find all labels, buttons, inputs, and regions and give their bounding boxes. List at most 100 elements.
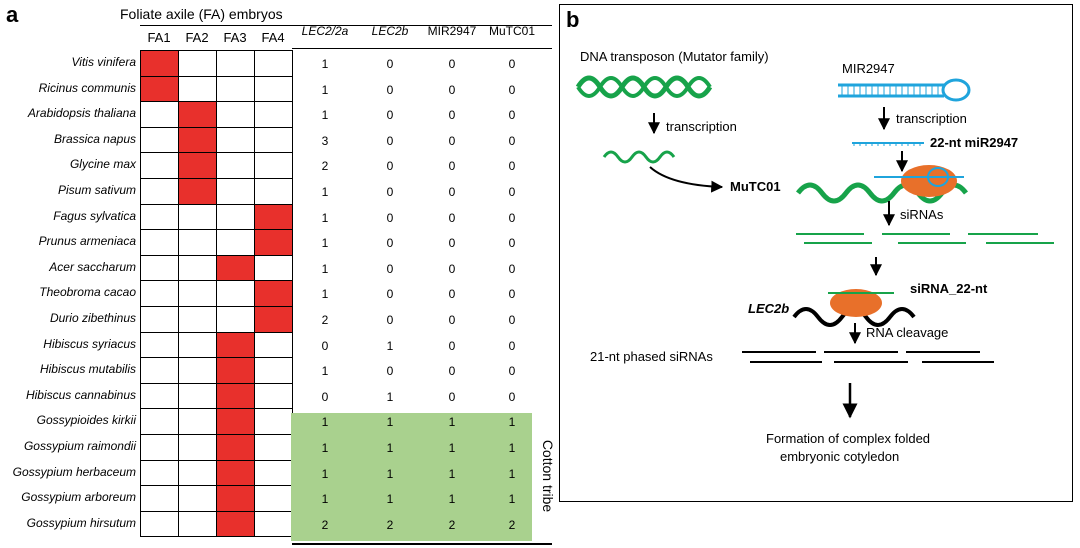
count-value: 2 [508, 517, 516, 532]
count-value: 2 [448, 517, 456, 532]
fa-cell-filled [254, 229, 293, 256]
count-value: 3 [321, 133, 329, 148]
count-value: 0 [386, 57, 394, 71]
fa-cell-filled [216, 510, 255, 538]
fa-cell [254, 75, 293, 103]
count-header-1: LEC2/2a [301, 24, 349, 38]
fa-cell-filled [254, 306, 293, 333]
fa-cell-filled [178, 101, 217, 128]
count-value: 0 [508, 82, 516, 97]
transposon-helix-icon [575, 75, 713, 99]
count-value: 0 [448, 236, 456, 251]
count-value: 0 [386, 185, 394, 199]
count-value: 1 [321, 108, 329, 123]
count-value: 0 [508, 108, 516, 123]
species-label: Gossypium herbaceum [12, 464, 136, 479]
count-value: 1 [508, 441, 516, 455]
fa-cell-filled [216, 382, 255, 410]
fa-cell [178, 75, 217, 103]
fa-cell [178, 434, 217, 461]
species-label: Gossypium hirsutum [26, 515, 136, 530]
fa-cell [140, 254, 179, 282]
count-value: 0 [508, 338, 516, 353]
count-value: 0 [508, 364, 516, 379]
fa-cell [254, 152, 293, 179]
count-value: 0 [448, 210, 456, 225]
fa-cell [178, 229, 217, 256]
fa-cell [140, 203, 179, 231]
species-label: Fagus sylvatica [53, 208, 136, 223]
count-value: 0 [386, 82, 394, 97]
transcription-left-label: transcription [666, 119, 737, 134]
species-label: Brassica napus [53, 131, 136, 146]
count-value: 1 [448, 466, 456, 481]
result-line-1: Formation of complex folded [766, 431, 931, 446]
transcription-right-label: transcription [896, 111, 967, 126]
count-value: 2 [321, 517, 329, 532]
species-label: Acer saccharum [49, 259, 136, 274]
count-value: 0 [448, 261, 456, 276]
fa-cell [140, 306, 179, 333]
fa-cell [254, 50, 293, 77]
fa-cell-filled [216, 254, 255, 282]
species-label: Theobroma cacao [39, 285, 136, 300]
species-label: Ricinus communis [38, 80, 136, 95]
group-header: Foliate axile (FA) embryos [120, 6, 283, 22]
fa-cell [140, 178, 179, 205]
mir2947-label: MIR2947 [842, 61, 895, 76]
count-value: 1 [321, 441, 329, 455]
fa-cell [178, 459, 217, 487]
mutc-arrow [649, 166, 724, 193]
sirna22-label: siRNA_22-nt [910, 281, 988, 296]
panel-b-label: b [566, 7, 580, 32]
panel-b: b DNA transposon (Mutator family) MIR294… [559, 4, 1073, 502]
fa-cell [216, 229, 255, 256]
count-value: 0 [508, 185, 516, 199]
count-value: 0 [386, 159, 394, 174]
fa-cell [140, 229, 179, 256]
pathway-diagram [575, 75, 1054, 419]
count-value: 1 [448, 415, 456, 430]
count-header-3: MIR2947 [427, 24, 477, 38]
count-value: 0 [448, 108, 456, 123]
count-value: 0 [508, 261, 516, 276]
fa-cell [178, 357, 217, 384]
fa-cell-filled [178, 152, 217, 179]
count-value: 1 [321, 57, 329, 71]
count-value: 0 [508, 159, 516, 174]
count-value: 0 [448, 338, 456, 353]
result-line-2: embryonic cotyledon [780, 449, 900, 464]
species-label: Pisum sativum [57, 183, 136, 197]
fa-cell-filled [254, 203, 293, 231]
fa-cell [216, 280, 255, 307]
mir2947-hairpin-icon [838, 78, 971, 102]
transposon-label: DNA transposon (Mutator family) [580, 49, 769, 64]
fa-cell [140, 101, 179, 128]
mirna-strand-icon [852, 142, 924, 146]
count-value: 0 [386, 236, 394, 251]
cotton-tribe-highlight [291, 413, 532, 541]
panel-a-label: a [6, 2, 19, 27]
count-value: 1 [321, 236, 329, 251]
species-label: Hibiscus cannabinus [25, 387, 136, 402]
count-value: 0 [508, 389, 516, 404]
count-value: 0 [508, 287, 516, 302]
count-value: 0 [386, 133, 394, 148]
fa-cell-filled [140, 50, 179, 77]
count-value: 1 [508, 492, 516, 507]
fa-cell-filled [216, 459, 255, 487]
count-value: 1 [321, 287, 329, 302]
group-header-line [140, 25, 552, 26]
fa-cell [216, 152, 255, 179]
count-value: 1 [321, 466, 329, 481]
fa-cell [178, 510, 217, 538]
count-value: 0 [386, 364, 394, 379]
mirna-label: 22-nt miR2947 [930, 135, 1019, 150]
count-value: 0 [448, 82, 456, 97]
fa-cell [178, 50, 217, 77]
rna-cleavage-label: RNA cleavage [866, 325, 949, 340]
fa-cell [254, 485, 293, 512]
fa-cell [216, 50, 255, 77]
species-label: Vitis vinifera [71, 55, 136, 69]
fa-cell [254, 178, 293, 205]
